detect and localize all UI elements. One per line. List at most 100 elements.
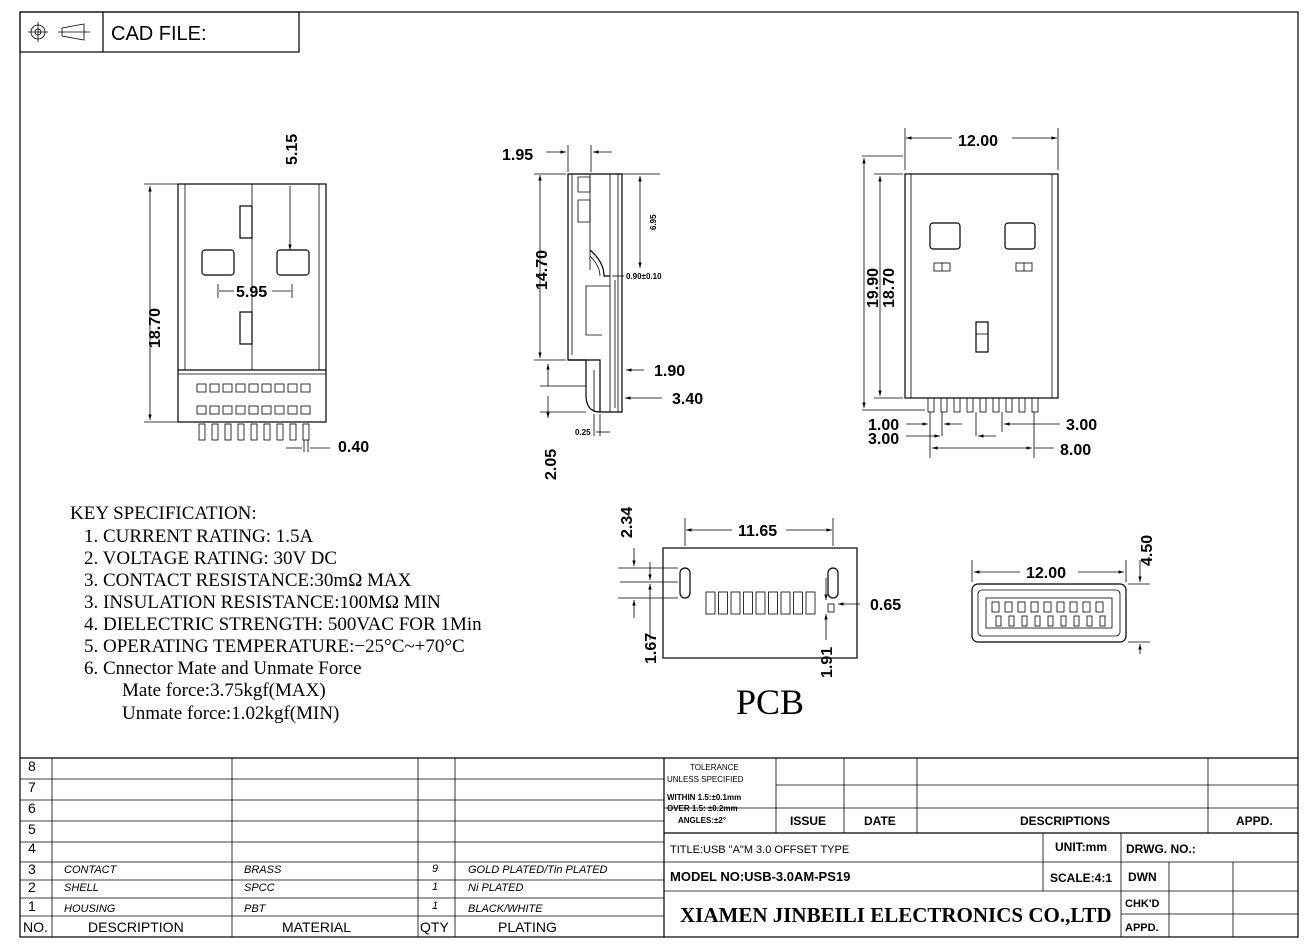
bom-row-number: 5 bbox=[28, 821, 36, 837]
chkd-label: CHK'D bbox=[1125, 898, 1159, 910]
contact-pin bbox=[1018, 397, 1026, 413]
bom-qty: 1 bbox=[432, 881, 438, 893]
spec-line: 6. Cnnector Mate and Unmate Force bbox=[84, 658, 362, 679]
contact-window bbox=[300, 383, 311, 393]
pcb-pad bbox=[730, 591, 741, 615]
bom-header-qty: QTY bbox=[420, 919, 449, 935]
bom-table: 8 7 6 5 4 3 2 1 CONTACT BRASS 9 GOLD PLA… bbox=[20, 757, 1298, 937]
side-view: 1.95 14.70 6.95 0.90±0.10 1.90 3.40 2.05… bbox=[502, 145, 703, 480]
bom-material: BRASS bbox=[244, 864, 282, 876]
date-header: DATE bbox=[864, 814, 896, 828]
back-pin-c-dim: 3.00 bbox=[868, 431, 899, 448]
key-specification: KEY SPECIFICATION: 1. CURRENT RATING: 1.… bbox=[70, 503, 482, 724]
end-contact bbox=[1021, 615, 1028, 627]
contact-window bbox=[261, 383, 272, 393]
cone-symbol-icon bbox=[58, 23, 90, 41]
end-contact bbox=[1034, 615, 1041, 627]
contact-pin bbox=[211, 423, 219, 441]
contact-window bbox=[248, 383, 259, 393]
end-view: 12.00 4.50 bbox=[971, 535, 1156, 654]
end-contact bbox=[1099, 615, 1106, 627]
contact-window bbox=[235, 383, 246, 393]
bom-plating: Ni PLATED bbox=[468, 882, 523, 894]
front-pin-dim: 0.40 bbox=[338, 439, 369, 456]
side-top-dim: 1.95 bbox=[502, 147, 533, 164]
front-depth-dim: 5.15 bbox=[284, 134, 301, 165]
pcb-pad bbox=[768, 591, 778, 615]
contact-window bbox=[209, 405, 220, 415]
side-total-dim: 3.40 bbox=[672, 391, 703, 408]
end-contact bbox=[995, 615, 1002, 627]
pcb-pad bbox=[755, 591, 766, 615]
back-pin-b-dim: 3.00 bbox=[1066, 417, 1097, 434]
appd-header: APPD. bbox=[1236, 814, 1273, 828]
contact-window bbox=[196, 405, 207, 415]
spec-line: 4. DIELECTRIC STRENGTH: 500VAC FOR 1Min bbox=[84, 614, 482, 635]
contact-window bbox=[287, 383, 298, 393]
back-pin-a-dim: 1.00 bbox=[868, 417, 899, 434]
side-body-dim: 14.70 bbox=[534, 250, 551, 290]
bom-qty: 9 bbox=[432, 863, 438, 875]
back-height-body-dim: 18.70 bbox=[881, 268, 898, 308]
spec-line: 1. CURRENT RATING: 1.5A bbox=[84, 526, 314, 547]
pcb-pad-dim: 0.65 bbox=[870, 597, 901, 614]
end-contact bbox=[991, 601, 1000, 613]
bom-row-number: 8 bbox=[28, 758, 36, 774]
side-tail-dim: 1.90 bbox=[654, 363, 685, 380]
company-name: XIAMEN JINBEILI ELECTRONICS CO.,LTD bbox=[680, 903, 1112, 927]
pcb-pad bbox=[743, 591, 753, 615]
bom-material: PBT bbox=[244, 903, 267, 915]
scale-label: SCALE:4:1 bbox=[1050, 871, 1112, 885]
contact-pin bbox=[1031, 397, 1039, 413]
end-contact bbox=[1056, 601, 1065, 613]
contact-pin bbox=[198, 423, 206, 441]
end-contact bbox=[1073, 615, 1080, 627]
spec-line: 3. INSULATION RESISTANCE:100MΩ MIN bbox=[84, 592, 441, 613]
descriptions-header: DESCRIPTIONS bbox=[1020, 814, 1110, 828]
end-contact bbox=[1008, 615, 1015, 627]
unit-label: UNIT:mm bbox=[1055, 840, 1107, 854]
contact-pin bbox=[966, 397, 974, 413]
bom-row-number: 2 bbox=[28, 879, 36, 895]
dwn-label: DWN bbox=[1128, 870, 1157, 884]
spec-line: 2. VOLTAGE RATING: 30V DC bbox=[84, 548, 337, 569]
pcb-slot-dim: 2.34 bbox=[619, 507, 636, 538]
front-height-dim: 18.70 bbox=[147, 308, 164, 348]
pcb-pad bbox=[705, 591, 716, 615]
cad-header: CAD FILE: bbox=[19, 11, 300, 53]
end-contact bbox=[1060, 615, 1067, 627]
contact-pin bbox=[250, 423, 258, 441]
end-height-dim: 4.50 bbox=[1139, 535, 1156, 566]
pcb-width-dim: 11.65 bbox=[738, 523, 777, 540]
contact-window bbox=[196, 383, 207, 393]
issue-header: ISSUE bbox=[790, 814, 826, 828]
bom-header-desc: DESCRIPTION bbox=[88, 919, 184, 935]
contact-pin bbox=[992, 397, 1000, 413]
end-width-dim: 12.00 bbox=[1026, 565, 1066, 582]
cad-file-label: CAD FILE: bbox=[111, 23, 207, 45]
spec-line: 5. OPERATING TEMPERATURE:−25°C~+70°C bbox=[84, 636, 465, 657]
contact-pin bbox=[224, 423, 232, 441]
title-block: TOLERANCE UNLESS SPECIFIED WITHIN 1.5:±0… bbox=[664, 758, 1298, 937]
over-label: OVER 1.5: ±0.2mm bbox=[667, 804, 738, 813]
drawing-title: TITLE:USB "A"M 3.0 OFFSET TYPE bbox=[670, 844, 849, 856]
contact-window bbox=[222, 405, 233, 415]
contact-window bbox=[300, 405, 311, 415]
bom-header-no: NO. bbox=[23, 919, 48, 935]
model-number: MODEL NO:USB-3.0AM-PS19 bbox=[670, 869, 850, 884]
contact-window bbox=[261, 405, 272, 415]
bom-row-number: 1 bbox=[28, 898, 36, 914]
contact-window bbox=[209, 383, 220, 393]
contact-pin bbox=[1005, 397, 1013, 413]
end-contact bbox=[1017, 601, 1026, 613]
unless-label: UNLESS SPECIFIED bbox=[667, 775, 744, 784]
pcb-view: PCB 11.65 2.34 1.67 0.65 1.91 bbox=[618, 507, 901, 722]
contact-window bbox=[274, 383, 285, 393]
side-tol-dim: 0.90±0.10 bbox=[626, 272, 662, 281]
pcb-offset-b-dim: 1.91 bbox=[819, 647, 836, 678]
pcb-pad bbox=[780, 591, 791, 615]
contact-pin bbox=[302, 423, 310, 441]
back-height-total-dim: 19.90 bbox=[865, 268, 882, 308]
contact-window bbox=[235, 405, 246, 415]
